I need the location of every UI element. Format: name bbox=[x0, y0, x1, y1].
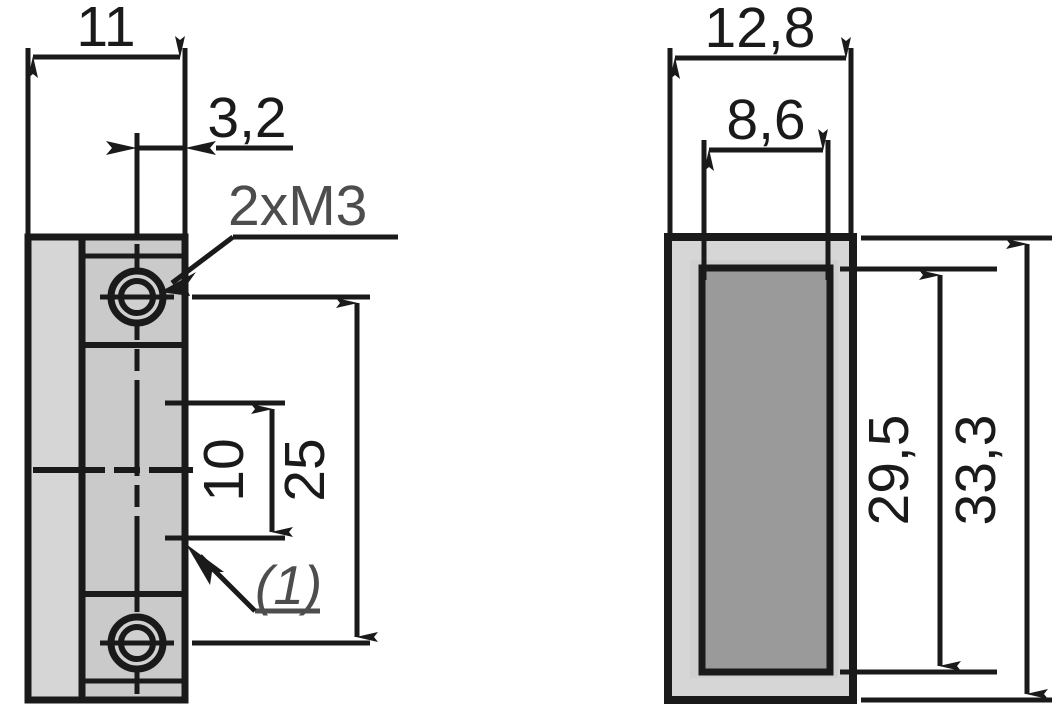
dim-label-hole-pitch-25: 25 bbox=[273, 438, 337, 501]
thread-callout-leader bbox=[160, 234, 398, 296]
dim-label-outer-width-12-8: 12,8 bbox=[705, 0, 816, 60]
dim-label-width-11: 11 bbox=[76, 0, 135, 59]
arrow-3-2-right bbox=[185, 141, 216, 155]
right-view-geometry bbox=[664, 233, 857, 704]
thread-callout-label: 2xM3 bbox=[228, 174, 367, 238]
dim-label-feature-10: 10 bbox=[192, 438, 256, 501]
side-hole-lower bbox=[100, 613, 174, 673]
dim-label-outer-height-33-3: 33,3 bbox=[944, 415, 1008, 526]
front-inner-panel bbox=[698, 264, 834, 676]
right-view-dimensions: 12,8 8,6 29,5 33,3 bbox=[667, 0, 1052, 703]
left-view-geometry bbox=[24, 233, 193, 704]
reference-callout-leader bbox=[186, 544, 320, 614]
side-hole-upper bbox=[100, 267, 174, 327]
dim-label-inner-height-29-5: 29,5 bbox=[857, 415, 921, 526]
arrow-3-2-left bbox=[106, 141, 137, 155]
dim-label-hole-offset-3-2: 3,2 bbox=[207, 86, 286, 150]
reference-callout-label: (1) bbox=[255, 554, 322, 616]
left-view-dimensions: 11 3,2 2xM3 25 10 bbox=[25, 0, 398, 646]
dim-label-inner-width-8-6: 8,6 bbox=[726, 88, 805, 152]
